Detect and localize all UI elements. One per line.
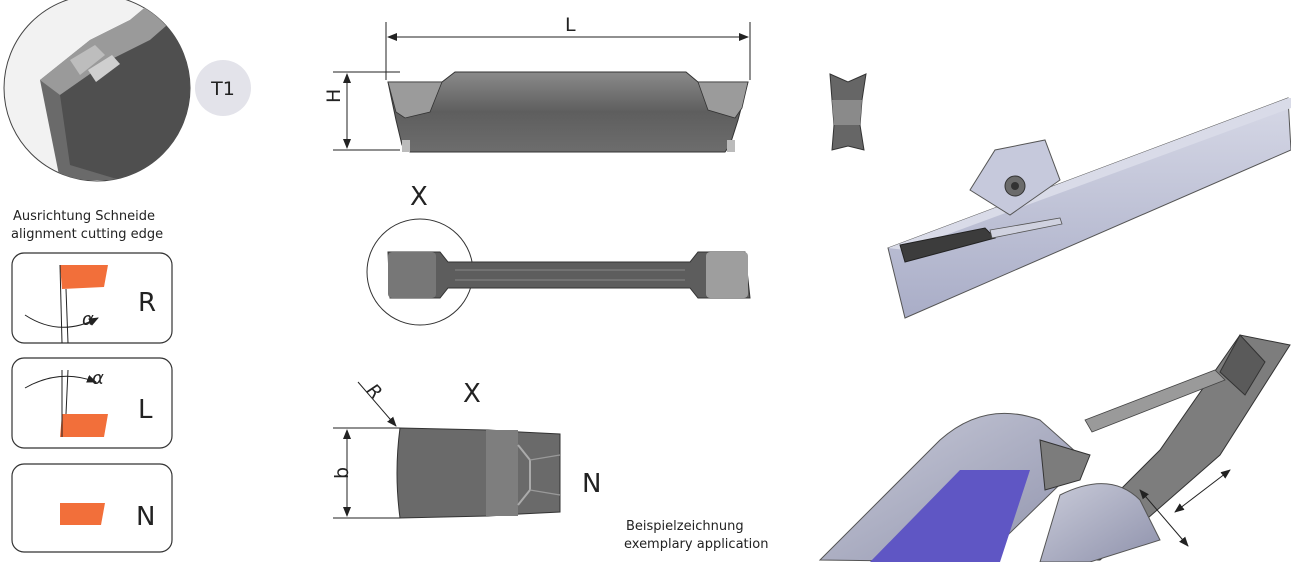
alignment-title-en: alignment cutting edge [11,227,163,242]
alignment-letter-n: N [136,502,155,532]
tool-holder [887,97,1291,319]
detail-x-view: R b N [331,380,601,519]
dim-radius: R [362,380,386,404]
alignment-option-l: α L [11,357,173,449]
dim-length: L [565,14,576,36]
detail-label: X [463,379,481,409]
alignment-letter-l: L [138,395,153,425]
application-caption-de: Beispielzeichnung [626,519,744,534]
insert-side-view [829,73,867,151]
alignment-title-de: Ausrichtung Schneide [13,209,155,224]
dim-height: H [323,89,345,103]
application-drawing [818,334,1291,562]
alignment-letter-r: R [138,288,156,318]
dim-width: b [331,467,353,479]
angle-symbol-l: α [92,368,104,389]
detail-edge-letter: N [582,469,601,499]
alignment-option-n: N [11,463,173,553]
top-view-label: X [410,182,428,212]
angle-symbol-r: α [82,309,94,330]
insert-front-view: L H [323,14,751,153]
insert-top-view [366,218,751,326]
application-caption-en: exemplary application [624,537,768,552]
coating-badge: T1 [195,60,251,116]
badge-text: T1 [210,78,235,100]
alignment-option-r: α R [11,252,173,344]
insert-photo [3,0,191,182]
